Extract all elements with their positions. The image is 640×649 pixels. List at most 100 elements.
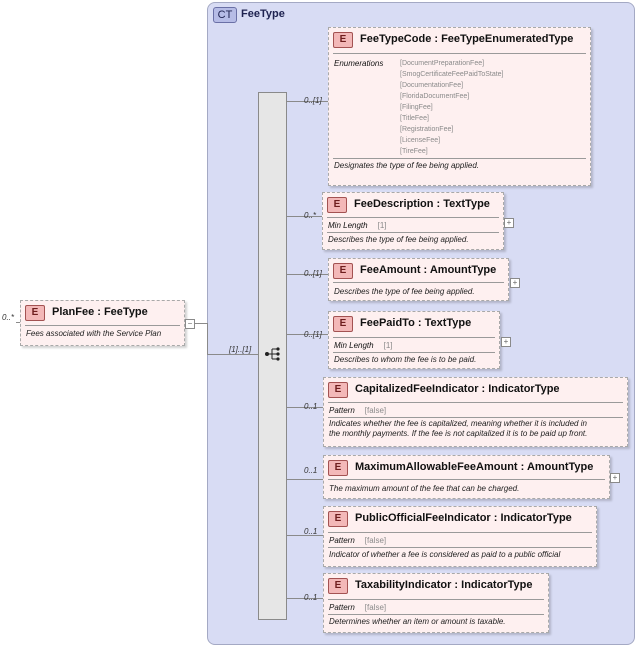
facet-name: Min Length — [328, 221, 368, 230]
enum-value: [DocumentationFee] — [400, 82, 464, 89]
divider — [333, 53, 586, 54]
expand-toggle[interactable]: + — [504, 218, 514, 228]
element-doc: Determines whether an item or amount is … — [329, 617, 506, 626]
element-title: FeeDescription : TextType — [354, 198, 490, 210]
divider — [327, 232, 499, 233]
enum-value: [RegistrationFee] — [400, 126, 454, 133]
element-title: FeeTypeCode : FeeTypeEnumeratedType — [360, 33, 574, 45]
root-connector-down — [207, 323, 208, 354]
element-doc: Indicator of whether a fee is considered… — [329, 550, 561, 559]
facet-name: Pattern — [329, 536, 355, 545]
element-title: CapitalizedFeeIndicator : IndicatorType — [355, 383, 560, 395]
element-badge: E — [328, 511, 348, 527]
divider — [333, 158, 586, 159]
root-connector-in — [16, 322, 21, 323]
expand-toggle[interactable]: + — [510, 278, 520, 288]
facet-value: [1] — [377, 221, 387, 230]
sequence-cardinality: [1]..[1] — [229, 345, 252, 354]
element-cardinality: 0..1 — [304, 527, 318, 536]
expand-toggle[interactable]: + — [501, 337, 511, 347]
facet-value: [false] — [364, 603, 387, 612]
element-title: MaximumAllowableFeeAmount : AmountType — [355, 461, 594, 473]
divider — [333, 337, 495, 338]
element-cardinality: 0..1 — [304, 466, 318, 475]
facet-name: Min Length — [334, 341, 374, 350]
divider — [333, 352, 495, 353]
child-connector — [287, 334, 328, 335]
facet-row: Min Length [1] — [329, 338, 499, 352]
element-feetypecode[interactable]: E FeeTypeCode : FeeTypeEnumeratedType En… — [328, 27, 591, 186]
facet-value: [false] — [364, 536, 387, 545]
divider — [328, 547, 592, 548]
collapse-toggle[interactable]: − — [185, 319, 195, 329]
element-title: PlanFee : FeeType — [52, 306, 148, 318]
enum-value: [LicenseFee] — [400, 137, 441, 144]
element-feedescription[interactable]: E FeeDescription : TextType Min Length [1… — [322, 192, 504, 250]
element-cardinality: 0..* — [304, 211, 317, 220]
divider — [328, 599, 544, 600]
enum-value: [TireFee] — [400, 148, 428, 155]
child-connector — [287, 535, 323, 536]
element-doc: Designates the type of fee being applied… — [334, 161, 479, 170]
facet-row: Pattern [false] — [324, 403, 627, 417]
element-doc: The maximum amount of the fee that can b… — [329, 484, 520, 493]
element-doc: Describes to whom the fee is to be paid. — [334, 355, 477, 364]
facet-row: Pattern [false] — [324, 533, 596, 547]
divider — [328, 532, 592, 533]
divider — [327, 217, 499, 218]
enumeration-list: [DocumentPreparationFee] [SmogCertificat… — [400, 58, 504, 168]
element-badge: E — [328, 460, 348, 476]
element-cardinality: 0..[1] — [304, 269, 322, 278]
element-badge: E — [25, 305, 45, 321]
element-badge: E — [333, 316, 353, 332]
element-title: PublicOfficialFeeIndicator : IndicatorTy… — [355, 512, 572, 524]
element-badge: E — [333, 263, 353, 279]
element-badge: E — [327, 197, 347, 213]
enum-value: [FloridaDocumentFee] — [400, 93, 470, 100]
element-cardinality: 0..[1] — [304, 96, 322, 105]
enum-value: [FilingFee] — [400, 104, 433, 111]
divider — [328, 614, 544, 615]
root-element-planfee[interactable]: E PlanFee : FeeType Fees associated with… — [20, 300, 185, 346]
element-feeamount[interactable]: E FeeAmount : AmountType Describes the t… — [328, 258, 509, 301]
expand-toggle[interactable]: + — [610, 473, 620, 483]
enum-value: ... — [400, 159, 406, 166]
element-doc: Fees associated with the Service Plan — [26, 329, 162, 338]
divider — [328, 417, 623, 418]
complex-type-name: FeeType — [241, 8, 285, 20]
child-connector — [287, 598, 323, 599]
facet-name: Pattern — [329, 603, 355, 612]
enum-value: [DocumentPreparationFee] — [400, 60, 485, 67]
enum-value: [TitleFee] — [400, 115, 429, 122]
element-doc: Indicates whether the fee is capitalized… — [324, 418, 627, 441]
element-capitalizedfeeindicator[interactable]: E CapitalizedFeeIndicator : IndicatorTyp… — [323, 377, 628, 447]
element-cardinality: 0..[1] — [304, 330, 322, 339]
element-maximumallowablefeeamount[interactable]: E MaximumAllowableFeeAmount : AmountType… — [323, 455, 610, 499]
doc-line: the monthly payments. If the fee is not … — [329, 429, 588, 438]
element-taxabilityindicator[interactable]: E TaxabilityIndicator : IndicatorType Pa… — [323, 573, 549, 633]
element-title: FeePaidTo : TextType — [360, 317, 472, 329]
element-publicofficialfeeindicator[interactable]: E PublicOfficialFeeIndicator : Indicator… — [323, 506, 597, 567]
enum-value: [SmogCertificateFeePaidToState] — [400, 71, 504, 78]
facet-name: Pattern — [329, 406, 355, 415]
element-feepaidto[interactable]: E FeePaidTo : TextType Min Length [1] Des… — [328, 311, 500, 369]
facet-value: [false] — [364, 406, 387, 415]
facet-row: Pattern [false] — [324, 600, 548, 614]
element-badge: E — [328, 578, 348, 594]
child-connector — [287, 101, 328, 102]
child-connector — [287, 274, 328, 275]
element-doc: Describes the type of fee being applied. — [334, 287, 475, 296]
element-title: TaxabilityIndicator : IndicatorType — [355, 579, 533, 591]
sequence-icon — [265, 347, 280, 361]
enumerations-label: Enumerations — [334, 59, 384, 68]
child-connector — [287, 407, 323, 408]
sequence-connector — [207, 354, 258, 355]
child-connector — [287, 216, 322, 217]
element-cardinality: 0..1 — [304, 402, 318, 411]
facet-value: [1] — [383, 341, 393, 350]
element-doc: Describes the type of fee being applied. — [328, 235, 469, 244]
root-connector-out — [195, 323, 207, 324]
element-cardinality: 0..1 — [304, 593, 318, 602]
divider — [333, 282, 504, 283]
element-badge: E — [333, 32, 353, 48]
